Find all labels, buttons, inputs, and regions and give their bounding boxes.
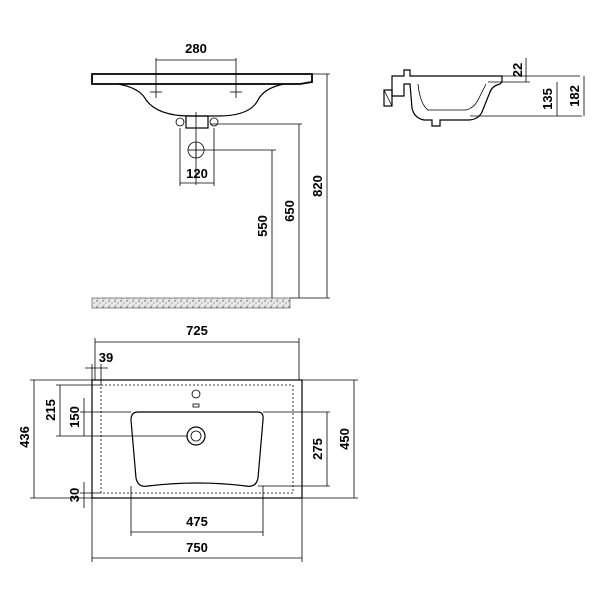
dim-label-120: 120 <box>186 166 208 181</box>
top-drain <box>186 426 206 446</box>
dim-label-436: 436 <box>17 426 32 448</box>
dim-label-135: 135 <box>540 88 555 110</box>
dim-total-height: 820 <box>310 74 328 298</box>
dim-label-280: 280 <box>185 41 207 56</box>
dim-rim-thickness: 22 <box>510 58 527 82</box>
dim-tap-offset: 215 <box>43 385 61 436</box>
front-basin-bowl <box>117 83 285 117</box>
dim-inner-width: 725 <box>94 323 300 380</box>
dim-bowl-depth-top: 275 <box>310 412 328 486</box>
dim-label-30: 30 <box>67 488 82 502</box>
dim-bowl-offset: 150 <box>67 398 85 436</box>
side-view: 22 135 182 <box>383 58 585 127</box>
dim-label-150: 150 <box>67 406 82 428</box>
dim-drain-width: 120 <box>179 128 215 186</box>
dim-label-275: 275 <box>310 438 325 460</box>
dim-label-182: 182 <box>567 85 582 107</box>
top-tap-hole <box>191 389 201 399</box>
dim-label-22: 22 <box>510 63 525 77</box>
top-view: 725 39 436 215 150 <box>17 323 358 562</box>
dim-label-475: 475 <box>186 514 208 529</box>
dim-overflow-height: 650 <box>282 124 300 298</box>
top-basin-bowl <box>130 411 264 487</box>
top-basin-inner-dashed <box>100 384 294 494</box>
top-basin-outline <box>91 379 303 499</box>
dim-drain-height: 550 <box>255 150 273 298</box>
front-view: 280 120 550 650 820 <box>91 41 330 309</box>
dim-label-750: 750 <box>186 540 208 555</box>
dim-total-depth-side: 182 <box>567 76 585 116</box>
dim-label-725: 725 <box>186 323 208 338</box>
dim-label-820: 820 <box>310 175 325 197</box>
dim-label-450: 450 <box>337 428 352 450</box>
dim-bowl-depth-side: 135 <box>540 82 558 116</box>
floor-hatch <box>91 297 291 309</box>
dim-back-offset: 30 <box>67 482 85 508</box>
dim-edge-offset: 39 <box>85 350 113 385</box>
dim-label-550: 550 <box>255 215 270 237</box>
dim-label-39: 39 <box>99 350 113 365</box>
dim-tap-spacing: 280 <box>155 41 237 86</box>
dim-label-650: 650 <box>282 200 297 222</box>
dim-bowl-width: 475 <box>130 486 264 536</box>
front-basin-rim <box>91 73 313 85</box>
dim-total-depth-top: 450 <box>337 380 355 498</box>
side-profile <box>391 69 503 127</box>
front-tap-holes <box>150 86 242 98</box>
dim-total-width: 750 <box>91 498 303 562</box>
front-drain <box>175 115 219 159</box>
dim-label-215: 215 <box>43 399 58 421</box>
dim-overall-depth-top: 436 <box>17 380 35 498</box>
